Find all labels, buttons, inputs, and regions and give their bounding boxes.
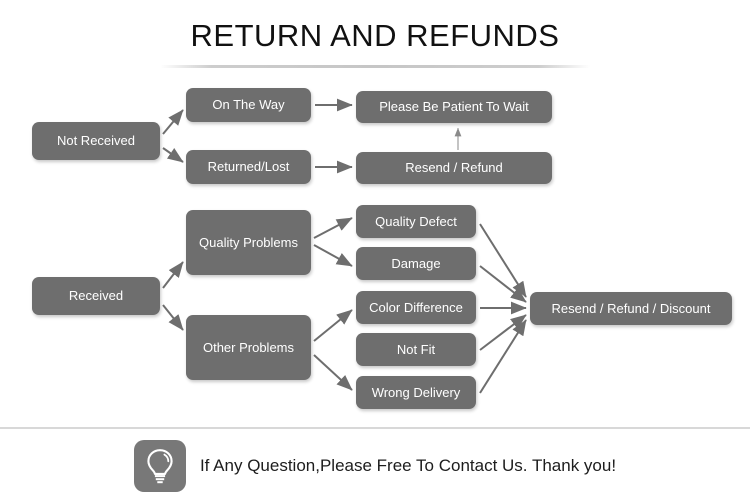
- edge-quality-problems-damage: [313, 244, 353, 267]
- edge-other-problems-wrong-delivery: [313, 354, 353, 391]
- edge-damage-final: [479, 265, 527, 303]
- edge-not-fit-final: [479, 314, 527, 351]
- node-not-received: Not Received: [32, 122, 160, 160]
- node-quality-problems: Quality Problems: [186, 210, 311, 275]
- edge-received-quality-problems: [162, 261, 184, 289]
- footer: If Any Question,Please Free To Contact U…: [0, 435, 750, 497]
- title-divider: [160, 65, 590, 68]
- node-damage: Damage: [356, 247, 476, 280]
- node-wrong-delivery: Wrong Delivery: [356, 376, 476, 409]
- node-color-difference: Color Difference: [356, 291, 476, 324]
- page-title: RETURN AND REFUNDS: [190, 18, 560, 53]
- footer-text: If Any Question,Please Free To Contact U…: [199, 456, 617, 475]
- node-not-fit: Not Fit: [356, 333, 476, 366]
- node-resend-refund: Resend / Refund: [356, 152, 552, 184]
- node-resend-refund-discount: Resend / Refund / Discount: [530, 292, 732, 325]
- edge-wrong-delivery-final: [479, 319, 527, 394]
- node-on-the-way: On The Way: [186, 88, 311, 122]
- edge-not-received-on-the-way: [162, 109, 184, 135]
- node-received: Received: [32, 277, 160, 315]
- edge-received-other-problems: [162, 304, 184, 331]
- edge-not-received-returned-lost: [162, 147, 184, 163]
- edge-quality-defect-final: [479, 223, 527, 298]
- edge-quality-problems-quality-defect: [313, 217, 353, 239]
- node-please-be-patient: Please Be Patient To Wait: [356, 91, 552, 123]
- lightbulb-icon: [133, 440, 186, 492]
- node-returned-lost: Returned/Lost: [186, 150, 311, 184]
- footer-divider: [0, 427, 750, 429]
- edge-other-problems-color-difference: [313, 309, 353, 342]
- node-other-problems: Other Problems: [186, 315, 311, 380]
- node-quality-defect: Quality Defect: [356, 205, 476, 238]
